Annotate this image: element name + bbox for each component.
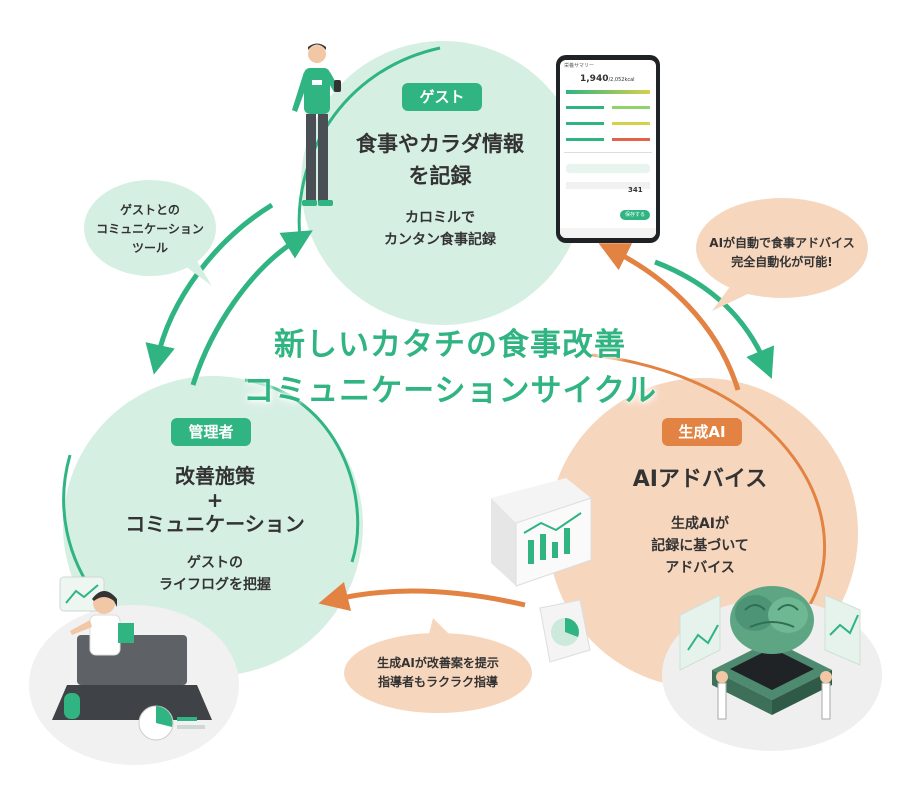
ai-heading: AIアドバイス: [632, 467, 768, 492]
arrow-ai-to-guest: [598, 243, 741, 391]
phone-header: 栄養サマリー: [564, 63, 595, 69]
arrow-admin-to-guest: [190, 230, 313, 386]
guest-tag: ゲスト: [402, 83, 482, 111]
ai-outline-arc: [591, 353, 826, 609]
guest-sub: カロミルで カンタン食事記録: [330, 207, 550, 251]
bubble-guest-tool-text: ゲストとの コミュニケーション ツール: [90, 201, 210, 258]
bubble-ai-proposal-line2: 指導者もラクラク指導: [377, 675, 498, 689]
phone-progress-6: [612, 138, 650, 141]
ai-chart-card: [491, 478, 592, 587]
admin-heading-line3: コミュニケーション: [125, 512, 305, 536]
phone-divider: [564, 152, 652, 153]
admin-tag: 管理者: [171, 418, 251, 446]
bubble-guest-tool-line2: コミュニケーション: [96, 222, 204, 236]
cycle-title-line1: 新しいカタチの食事改善: [274, 327, 626, 363]
phone-mockup: 栄養サマリー 1,940/2,052kcal 341 保存する: [556, 55, 660, 243]
bubble-ai-proposal-text: 生成AIが改善案を提示 指導者もラクラク指導: [345, 654, 531, 692]
admin-sub: ゲストの ライフログを把握: [110, 552, 320, 596]
bubble-guest-tool-line1: ゲストとの: [120, 203, 180, 217]
phone-progress-5: [566, 138, 604, 141]
ai-tag: 生成AI: [662, 418, 742, 446]
admin-illustration: [29, 576, 239, 765]
ai-sub: 生成AIが 記録に基づいて アドバイス: [600, 513, 800, 579]
ai-sub-line1: 生成AIが: [670, 516, 730, 532]
phone-save-button: 保存する: [620, 210, 650, 220]
arrow-guest-to-ai: [654, 259, 775, 379]
admin-sub-line2: ライフログを把握: [159, 577, 271, 593]
phone-calories: 1,940/2,052kcal: [580, 74, 635, 84]
ai-sub-line3: アドバイス: [665, 560, 735, 576]
guest-heading-line2: を記録: [408, 164, 472, 188]
guest-sub-line1: カロミルで: [405, 210, 475, 226]
guest-heading: 食事やカラダ情報 を記録: [320, 128, 560, 192]
guest-outline-arc: [297, 46, 441, 239]
bubble-guest-tool-shape: [84, 180, 216, 286]
cycle-title: 新しいカタチの食事改善 コミュニケーションサイクル: [230, 322, 670, 414]
admin-heading-line2: +: [206, 488, 224, 512]
admin-heading: 改善施策 + コミュニケーション: [110, 464, 320, 536]
phone-progress-3: [566, 122, 604, 125]
ai-sub-line2: 記録に基づいて: [651, 538, 749, 554]
phone-progress-2: [612, 106, 650, 109]
phone-progress-4: [612, 122, 650, 125]
bubble-ai-auto-line1: AIが自動で食事アドバイス: [709, 236, 855, 250]
admin-heading-line1: 改善施策: [175, 464, 255, 488]
bubble-guest-tool-line3: ツール: [131, 241, 168, 255]
phone-progress-1: [566, 106, 604, 109]
guest-heading-line1: 食事やカラダ情報: [356, 132, 524, 156]
bubble-ai-auto-line2: 完全自動化が可能!: [731, 255, 833, 269]
phone-calories-value: 1,940: [580, 74, 609, 84]
phone-total: 341: [628, 186, 643, 194]
bubble-ai-auto-text: AIが自動で食事アドバイス 完全自動化が可能!: [696, 234, 868, 272]
guest-person-illustration: [292, 43, 341, 206]
phone-bottom-nav: [560, 228, 656, 238]
admin-sub-line1: ゲストの: [187, 555, 243, 571]
ai-pie-card: [539, 600, 591, 663]
bubble-ai-proposal-shape: [344, 618, 532, 713]
bubble-ai-proposal-line1: 生成AIが改善案を提示: [377, 656, 499, 670]
cycle-title-line2: コミュニケーションサイクル: [243, 373, 657, 409]
phone-calories-target: /2,052kcal: [608, 77, 635, 83]
phone-advice-row: [566, 164, 650, 173]
bubble-ai-auto-shape: [696, 198, 868, 311]
arrow-ai-to-admin: [318, 581, 526, 612]
phone-tab-row: [566, 182, 650, 189]
ai-brain-illustration: [662, 586, 882, 751]
phone-progress-main: [566, 90, 650, 94]
guest-sub-line2: カンタン食事記録: [384, 232, 496, 248]
phone-screen: 栄養サマリー 1,940/2,052kcal 341 保存する: [560, 60, 656, 238]
